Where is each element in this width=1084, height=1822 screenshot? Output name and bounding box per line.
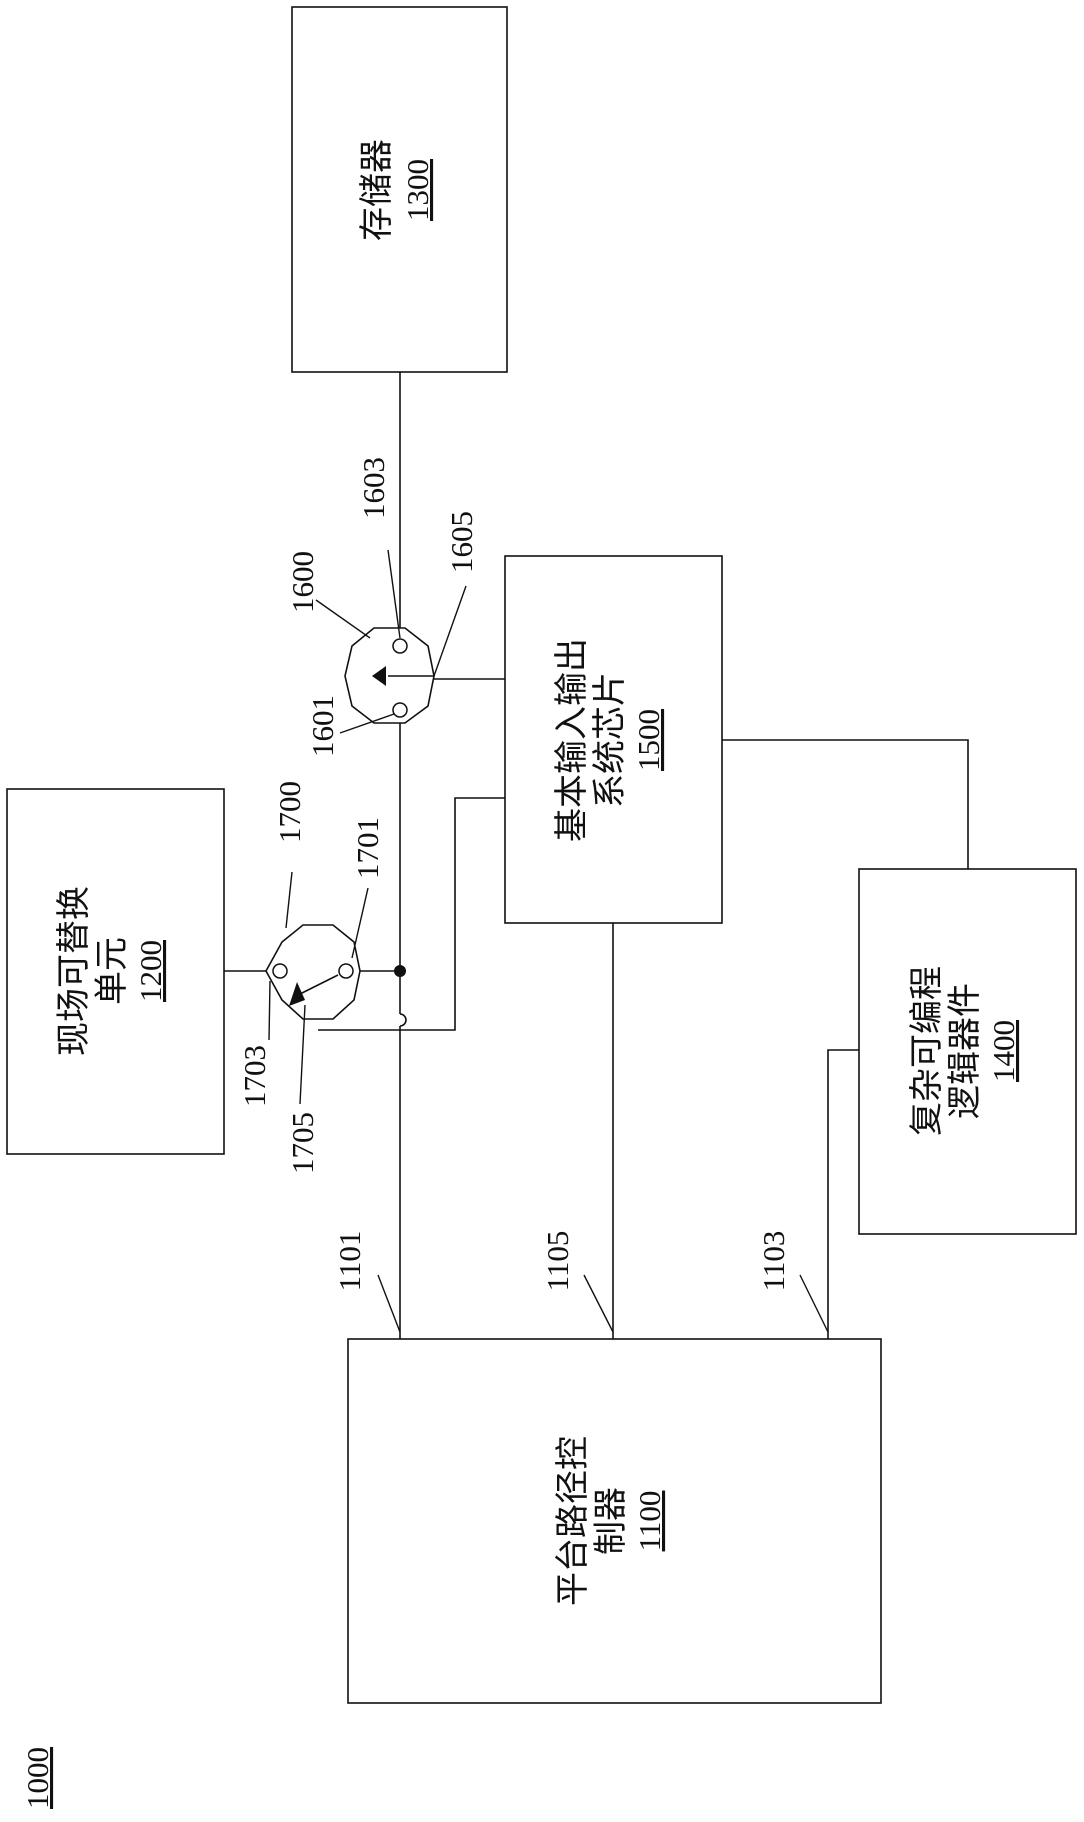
- leader-1600: [316, 600, 370, 638]
- cpld-name-line1: 复杂可编程: [907, 966, 947, 1136]
- platform-controller-number: 1100: [632, 1491, 667, 1552]
- ref-1600: 1600: [285, 551, 320, 613]
- bios-name-line1: 基本输入输出: [552, 638, 592, 842]
- ref-1601: 1601: [305, 695, 340, 757]
- ref-1703: 1703: [237, 1045, 272, 1107]
- leader-1105: [584, 1275, 613, 1332]
- leader-1705: [300, 1005, 305, 1104]
- ref-1605: 1605: [444, 511, 479, 573]
- fru-name-line2: 单元: [92, 937, 132, 1005]
- ref-1700: 1700: [272, 781, 307, 843]
- fru-name-line1: 现场可替换: [54, 886, 94, 1056]
- bios-name-line2: 系统芯片: [590, 672, 630, 808]
- ref-1101: 1101: [332, 1231, 367, 1292]
- switch-1700-terminal-1701: [339, 964, 353, 978]
- ref-1701: 1701: [350, 817, 385, 879]
- leader-1603: [388, 550, 400, 638]
- leader-1101: [378, 1275, 400, 1332]
- fru-number: 1200: [133, 940, 168, 1002]
- switch-1600-terminal-1603: [393, 639, 407, 653]
- switch-1700-terminal-1703: [273, 964, 287, 978]
- leader-1701: [352, 888, 368, 958]
- wire-crossover-bump: [400, 1014, 406, 1026]
- bios-number: 1500: [631, 709, 666, 771]
- ref-1103: 1103: [756, 1231, 791, 1292]
- ref-1705: 1705: [285, 1112, 320, 1174]
- leader-1700: [286, 872, 292, 928]
- junction-node: [394, 965, 406, 977]
- cpld-name-line2: 逻辑器件: [945, 983, 985, 1119]
- memory-name: 存储器: [357, 139, 397, 241]
- memory-number: 1300: [400, 159, 435, 221]
- platform-controller-name-line1: 平台路径控: [553, 1436, 593, 1606]
- figure-label: 1000: [20, 1747, 55, 1809]
- ref-1603: 1603: [356, 457, 391, 519]
- ref-1105: 1105: [540, 1231, 575, 1292]
- platform-controller-name-line2: 制器: [591, 1487, 631, 1555]
- leader-1103: [800, 1275, 828, 1332]
- cpld-number: 1400: [986, 1020, 1021, 1082]
- switch-1600-terminal-1601: [393, 703, 407, 717]
- leader-1605: [434, 586, 466, 676]
- wire-bios-cpld: [722, 740, 968, 869]
- leader-1703: [269, 981, 270, 1040]
- wire-cpld-1103: [828, 1050, 859, 1339]
